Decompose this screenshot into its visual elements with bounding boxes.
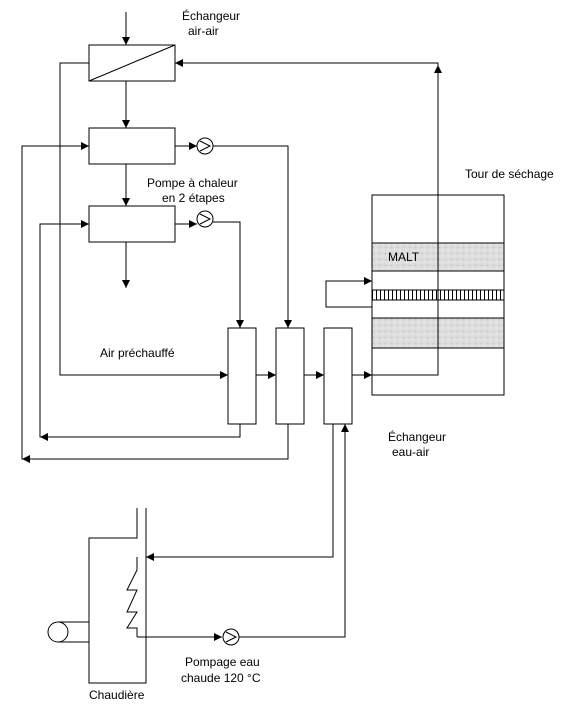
arrow-icon [316, 371, 324, 379]
arrow-icon [189, 142, 197, 150]
arrow-icon [122, 37, 130, 45]
preheated-air-line [59, 62, 228, 379]
arrow-icon [341, 424, 349, 432]
arrow-icon [268, 371, 276, 379]
pump-icon [196, 210, 214, 228]
arrow-icon [220, 371, 228, 379]
heat-pump-label-1: Pompe à chaleur [147, 176, 238, 190]
air-air-exchanger [88, 44, 176, 82]
heat-pump-stage-1 [88, 127, 176, 165]
arrow-icon [122, 280, 130, 288]
arrow-icon [189, 220, 197, 228]
return-line-stage-2 [39, 220, 241, 441]
exhaust-outlet [122, 242, 130, 288]
malt-label: MALT [388, 250, 420, 264]
arrow-icon [364, 371, 372, 379]
heat-pump-label-2: en 2 étapes [162, 191, 225, 205]
heat-pump-stage-2 [88, 205, 176, 243]
heat-pump-heater-1 [275, 327, 305, 425]
heating-coil-icon [126, 557, 138, 637]
water-air-exchanger-label-2: eau-air [392, 445, 429, 459]
arrow-icon [146, 553, 154, 561]
hot-water-return [146, 424, 334, 561]
arrow-icon [364, 277, 372, 285]
arrow-icon [214, 633, 222, 641]
arrow-icon [434, 65, 442, 73]
pump-icon [222, 628, 240, 646]
pump-1-circuit [175, 137, 292, 328]
flow-exchanger-to-stage-1 [122, 81, 130, 128]
hot-water-supply [137, 424, 349, 646]
flow-stage-1-to-stage-2 [122, 164, 130, 206]
tower-exhaust-return [175, 59, 442, 376]
hot-water-pump-label-1: Pompage eau [185, 655, 260, 669]
water-air-exchanger [323, 327, 353, 425]
fresh-air-inlet [122, 12, 130, 45]
water-air-exchanger-label-1: Échangeur [388, 429, 446, 444]
arrow-icon [40, 433, 48, 441]
boiler-label: Chaudière [89, 688, 145, 702]
tower-recirculation [325, 277, 372, 308]
arrow-icon [284, 320, 292, 328]
burner-icon [47, 621, 89, 643]
arrow-icon [122, 120, 130, 128]
preheated-air-label: Air préchauffé [100, 346, 175, 360]
arrow-icon [22, 455, 30, 463]
hot-water-pump-label-2: chaude 120 °C [181, 671, 261, 685]
arrow-icon [175, 59, 183, 67]
series-air-flow [256, 371, 372, 379]
pump-2-circuit [175, 210, 244, 328]
air-air-exchanger-label-1: Échangeur [182, 8, 240, 23]
heat-pump-heater-2 [227, 327, 257, 425]
arrow-icon [122, 198, 130, 206]
pump-icon [196, 137, 214, 155]
boiler [88, 508, 147, 684]
air-air-exchanger-label-2: air-air [188, 24, 219, 38]
arrow-icon [81, 142, 89, 150]
return-line-stage-1 [21, 142, 289, 463]
arrow-icon [236, 320, 244, 328]
arrow-icon [81, 220, 89, 228]
drying-tower-label: Tour de séchage [465, 167, 554, 181]
